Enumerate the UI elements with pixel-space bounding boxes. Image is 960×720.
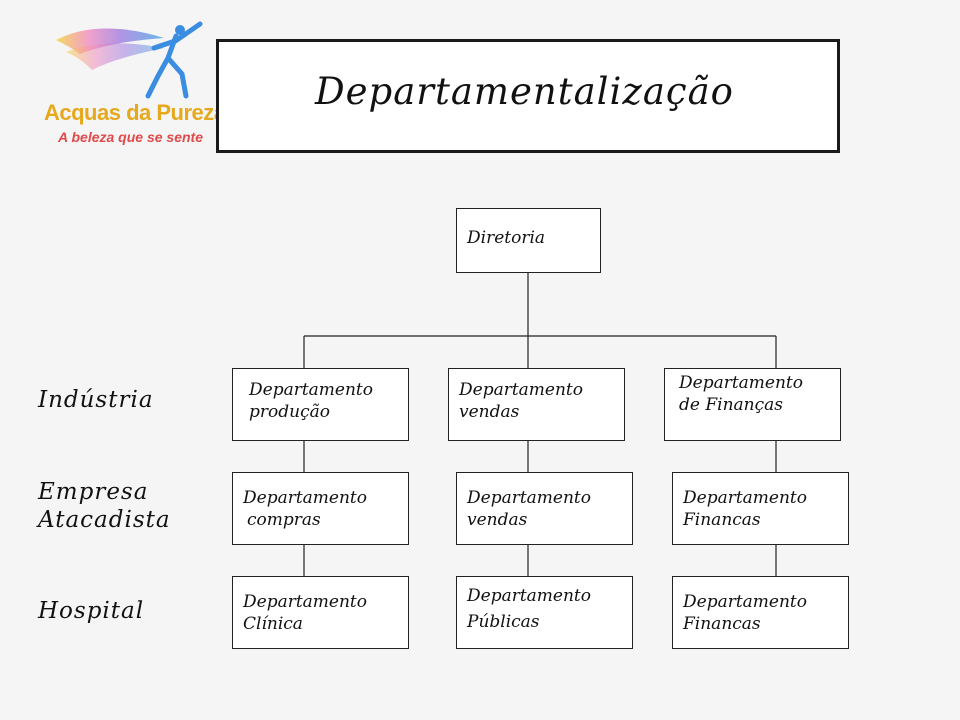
logo-tagline: A beleza que se sente [58, 129, 203, 145]
node-departamento-publicas: Departamento Públicas [456, 576, 633, 649]
node-text: Departamento [683, 592, 807, 612]
node-text: Departamento [459, 380, 583, 400]
node-text: Departamento [243, 488, 367, 508]
node-departamento-vendas-industria: Departamento vendas [448, 368, 625, 441]
node-departamento-producao: Departamento produção [232, 368, 409, 441]
node-departamento-financas-industria: Departamento de Finanças [664, 368, 841, 441]
node-text: Clínica [243, 614, 303, 634]
node-departamento-clinica: Departamento Clínica [232, 576, 409, 649]
logo-name: Acquas da Pureza [44, 100, 226, 125]
title-box: Departamentalização [216, 39, 840, 153]
node-text: Departamento [467, 586, 591, 606]
dancer-figure-icon [56, 21, 203, 99]
node-text: Departamento [249, 380, 373, 400]
node-text: de Finanças [679, 395, 783, 415]
node-departamento-vendas-atacadista: Departamento vendas [456, 472, 633, 545]
node-departamento-financas-atacadista: Departamento Financas [672, 472, 849, 545]
logo: Acquas da Pureza A beleza que se sente [36, 18, 226, 158]
node-text: Públicas [467, 612, 540, 632]
row-label-text: Atacadista [38, 507, 171, 533]
row-label-text: Empresa [38, 479, 149, 505]
node-text: Departamento [683, 488, 807, 508]
node-text: Departamento [467, 488, 591, 508]
row-label-text: Hospital [38, 598, 145, 624]
page-title: Departamentalização [315, 70, 734, 113]
node-text: Financas [683, 510, 761, 530]
node-departamento-financas-hospital: Departamento Financas [672, 576, 849, 649]
node-text: Financas [683, 614, 761, 634]
row-label-empresa-atacadista: Empresa Atacadista [38, 478, 171, 534]
node-text: Departamento [679, 373, 803, 393]
node-text: vendas [467, 510, 528, 530]
row-label-text: Indústria [38, 387, 154, 413]
row-label-industria: Indústria [38, 386, 154, 414]
node-text: vendas [459, 402, 520, 422]
node-text: Departamento [243, 592, 367, 612]
node-text: produção [249, 402, 330, 422]
node-departamento-compras: Departamento compras [232, 472, 409, 545]
node-diretoria: Diretoria [456, 208, 601, 273]
row-label-hospital: Hospital [38, 597, 144, 625]
node-text: compras [247, 510, 321, 530]
node-text: Diretoria [467, 228, 546, 248]
